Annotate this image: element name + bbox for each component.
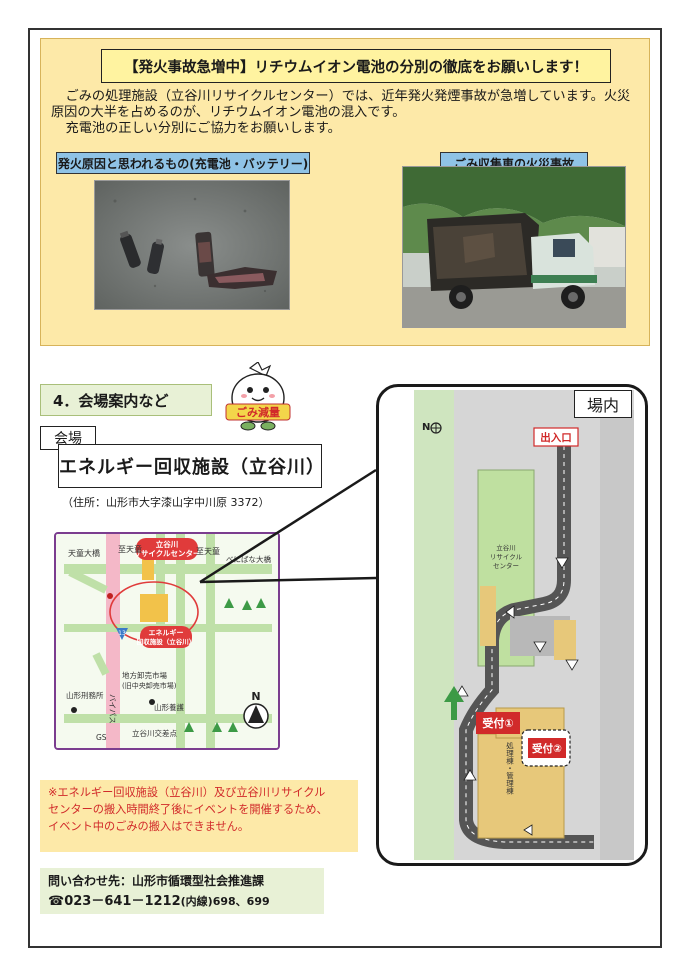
area-map: 立谷川 リサイクルセンター エネルギー 回収施設（立谷川） 天童大橋 至天童 至… bbox=[54, 532, 280, 750]
section-4-heading: 4．会場案内など bbox=[40, 384, 212, 416]
contact-box: 問い合わせ先：山形市循環型社会推進課 ☎023－641－1212(内線)698、… bbox=[40, 868, 324, 914]
map-label-recycle-center-l1: 立谷川 bbox=[156, 539, 179, 549]
site-label-building: 処理棟・管理棟 bbox=[505, 741, 514, 796]
facility-name: エネルギー回収施設（立谷川） bbox=[58, 444, 324, 488]
map-label-route: 13 bbox=[118, 630, 126, 637]
map-label-shitendo-2: 至天童 bbox=[196, 546, 220, 556]
notice-paragraph-1: ごみの処理施設（立谷川リサイクルセンター）では、近年発火発煙事故が急増しています… bbox=[51, 89, 631, 120]
map-label-crossing: 立谷川交差点 bbox=[132, 728, 177, 738]
contact-dept: 問い合わせ先：山形市循環型社会推進課 bbox=[48, 874, 265, 888]
batteries-photo bbox=[94, 180, 290, 310]
site-north-label: N bbox=[422, 422, 430, 433]
map-label-market-2: (旧中央卸売市場) bbox=[122, 681, 177, 690]
site-label-center-1: 立谷川 bbox=[496, 543, 516, 552]
site-tag: 場内 bbox=[574, 390, 632, 418]
notice-body: ごみの処理施設（立谷川リサイクルセンター）では、近年発火発煙事故が急増しています… bbox=[51, 89, 643, 137]
map-label-energy-l1: エネルギー bbox=[149, 628, 184, 637]
warning-line-1: ※エネルギー回収施設（立谷川）及び立谷川リサイクル bbox=[48, 786, 326, 799]
warning-note: ※エネルギー回収施設（立谷川）及び立谷川リサイクル センターの搬入時間終了後にイ… bbox=[40, 780, 358, 852]
map-label-tendo-bridge: 天童大橋 bbox=[68, 548, 100, 558]
map-label-recycle-center-l2: リサイクルセンター bbox=[133, 548, 200, 558]
contact-extension: (内線)698、699 bbox=[180, 895, 270, 908]
route-13-sign bbox=[116, 628, 128, 640]
map-label-energy-l2: 回収施設（立谷川） bbox=[137, 637, 196, 646]
mascot-text: ごみ減量 bbox=[236, 405, 280, 419]
map-label-shitendo-1: 至天童 bbox=[118, 544, 142, 554]
site-label-center-3: センター bbox=[493, 561, 519, 570]
reception-2-label: 受付② bbox=[532, 742, 562, 755]
map-label-school: 山形養護 bbox=[154, 702, 184, 712]
mascot-gomi-genryo: ごみ減量 bbox=[222, 361, 294, 436]
warning-line-2: センターの搬入時間終了後にイベントを開催するため、 bbox=[48, 803, 328, 816]
map-label-bypass: バイパス bbox=[108, 694, 117, 724]
facility-address: （住所：山形市大字漆山字中川原 3372） bbox=[62, 496, 270, 509]
map-label-market-1: 地方卸売市場 bbox=[122, 670, 167, 680]
notice-title: 【発火事故急増中】リチウムイオン電池の分別の徹底をお願いします！ bbox=[101, 49, 611, 83]
contact-phone: ☎023－641－1212 bbox=[48, 894, 181, 909]
photo-batteries-label: 発火原因と思われるもの(充電池・バッテリー) bbox=[56, 152, 310, 174]
page-frame bbox=[28, 28, 662, 948]
map-label-benibana: べにばな大橋 bbox=[226, 554, 271, 564]
site-entrance-label: 出入口 bbox=[540, 431, 572, 444]
site-label-center-2: リサイクル bbox=[490, 553, 523, 561]
map-north-label: N bbox=[251, 690, 260, 703]
site-map: 立谷川 リサイクル センター 処理棟・管理棟 N 出入口 bbox=[414, 390, 634, 860]
truck-fire-photo bbox=[402, 166, 626, 328]
map-label-prison: 山形刑務所 bbox=[66, 690, 104, 700]
notice-paragraph-2: 充電池の正しい分別にご協力をお願いします。 bbox=[65, 121, 341, 136]
map-label-gs: GS bbox=[96, 733, 107, 742]
warning-line-3: イベント中のごみの搬入はできません。 bbox=[48, 820, 250, 833]
reception-1-label: 受付① bbox=[482, 716, 513, 730]
